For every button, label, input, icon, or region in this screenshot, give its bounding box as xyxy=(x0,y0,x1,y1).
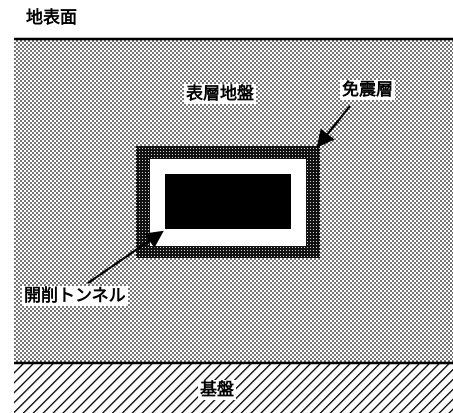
surface-layer-label: 表層地盤 xyxy=(184,84,256,104)
tunnel-label: 開削トンネル xyxy=(22,286,128,306)
isolation-layer-leader-arrow xyxy=(316,105,351,148)
ground-surface-label: 地表面 xyxy=(26,8,77,28)
isolation-layer-label: 免震層 xyxy=(340,80,395,100)
bedrock-label: 基盤 xyxy=(198,380,236,400)
tunnel-interior xyxy=(165,174,291,229)
tunnel-leader-arrow xyxy=(87,230,164,284)
